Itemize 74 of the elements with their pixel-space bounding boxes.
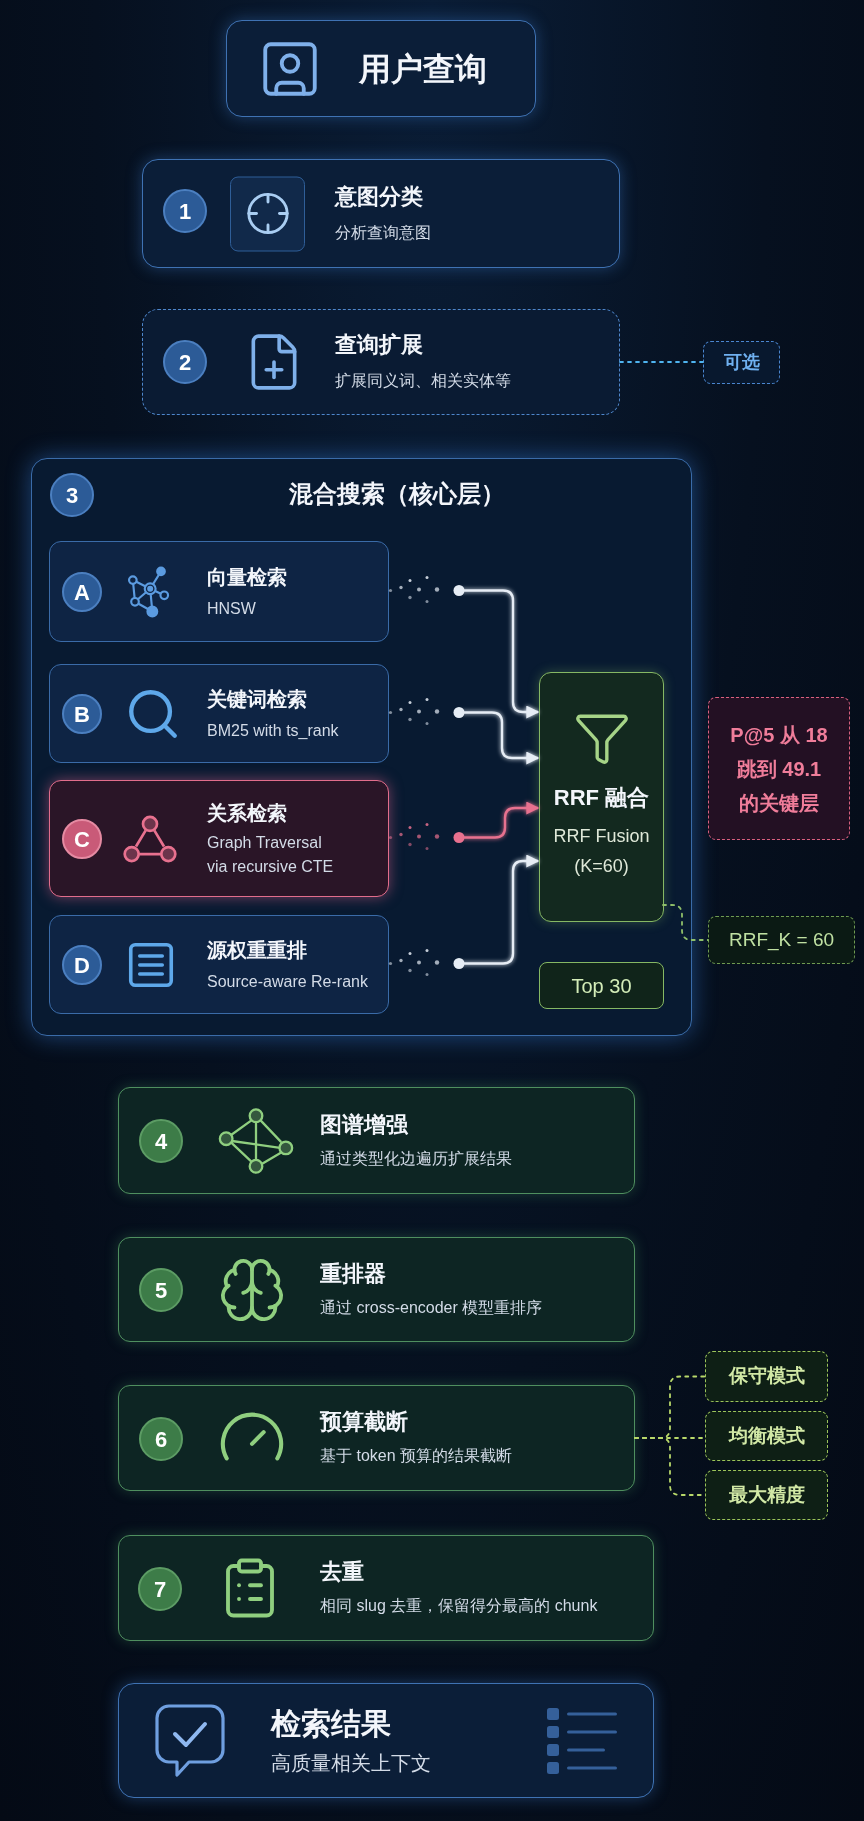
step-title: 去重 <box>320 1558 364 1586</box>
step-number: 6 <box>139 1417 183 1461</box>
step-description: 通过 cross-encoder 模型重排序 <box>320 1297 543 1318</box>
process-box <box>142 159 620 268</box>
dotted-connector <box>662 904 709 941</box>
dotted-connector <box>619 361 704 363</box>
panel-title: 混合搜索（核心层） <box>288 479 506 509</box>
method-description: Source-aware Re-rank <box>207 971 368 992</box>
start-box <box>226 20 536 117</box>
step-number: B <box>62 694 102 734</box>
method-description: Graph Traversal via recursive CTE <box>207 832 335 877</box>
mode-tag: 最大精度 <box>705 1470 828 1520</box>
search-method-box <box>49 664 389 763</box>
arrow <box>371 1641 385 1685</box>
step-title: 重排器 <box>320 1259 386 1288</box>
step-title: 意图分类 <box>335 182 423 211</box>
step-number: 5 <box>139 1268 183 1312</box>
step-number: 4 <box>139 1119 183 1163</box>
step-description: 通过类型化边遍历扩展结果 <box>320 1148 512 1169</box>
mode-tag: 保守模式 <box>705 1351 828 1402</box>
step-number: D <box>62 945 102 985</box>
arrow <box>371 1194 385 1239</box>
step-title: 图谱增强 <box>320 1110 408 1139</box>
arrow <box>661 762 708 775</box>
process-box <box>118 1237 635 1342</box>
step-number: 7 <box>138 1567 182 1611</box>
optional-tag: 可选 <box>703 341 780 384</box>
step-title: 查询扩展 <box>335 331 423 359</box>
output-box <box>118 1683 654 1798</box>
arrow <box>388 801 540 850</box>
result-title: 检索结果 <box>271 1705 391 1742</box>
step-description: 基于 token 预算的结果截断 <box>320 1446 513 1466</box>
result-description: 高质量相关上下文 <box>271 1750 431 1776</box>
mode-tag: 均衡模式 <box>705 1411 828 1461</box>
method-description: HNSW <box>207 598 256 619</box>
arrow <box>371 415 385 460</box>
step-title: 预算截断 <box>320 1408 408 1436</box>
method-title: 关键词检索 <box>207 686 307 712</box>
fusion-box <box>539 672 664 922</box>
step-description: 扩展同义词、相关实体等 <box>335 371 511 391</box>
arrow <box>371 1491 385 1537</box>
step-number: 1 <box>163 189 207 233</box>
process-box <box>118 1535 654 1641</box>
step-number: A <box>62 572 102 612</box>
arrow <box>388 854 540 976</box>
method-title: 向量检索 <box>207 564 287 590</box>
method-title: 关系检索 <box>207 800 287 826</box>
process-box <box>118 1087 635 1194</box>
fusion-title: RRF 融合 <box>553 784 650 812</box>
query-title: 用户查询 <box>359 49 487 89</box>
parameter-tag: RRF_K = 60 <box>708 916 855 964</box>
search-method-box <box>49 915 389 1014</box>
search-method-box <box>49 780 389 897</box>
arrow <box>371 268 385 311</box>
step-number: 3 <box>50 473 94 517</box>
arrow <box>388 576 540 719</box>
arrow <box>371 1036 385 1089</box>
step-number: 2 <box>163 340 207 384</box>
callout-note: P@5 从 18 跳到 49.1 的关键层 <box>708 697 850 840</box>
fusion-description: RRF Fusion (K=60) <box>552 825 651 878</box>
step-description: 分析查询意图 <box>335 222 431 243</box>
result-count-tag: Top 30 <box>539 962 664 1009</box>
step-number: C <box>62 819 102 859</box>
method-title: 源权重重排 <box>207 937 307 963</box>
method-description: BM25 with ts_rank <box>207 720 339 741</box>
group-panel <box>31 458 692 1036</box>
search-method-box <box>49 541 389 642</box>
optional-process-box <box>142 309 620 415</box>
process-box <box>118 1385 635 1491</box>
arrow <box>371 1342 385 1387</box>
step-description: 相同 slug 去重，保留得分最高的 chunk <box>320 1596 598 1616</box>
arrow <box>371 117 385 161</box>
arrow <box>594 921 607 963</box>
arrow <box>388 698 540 765</box>
